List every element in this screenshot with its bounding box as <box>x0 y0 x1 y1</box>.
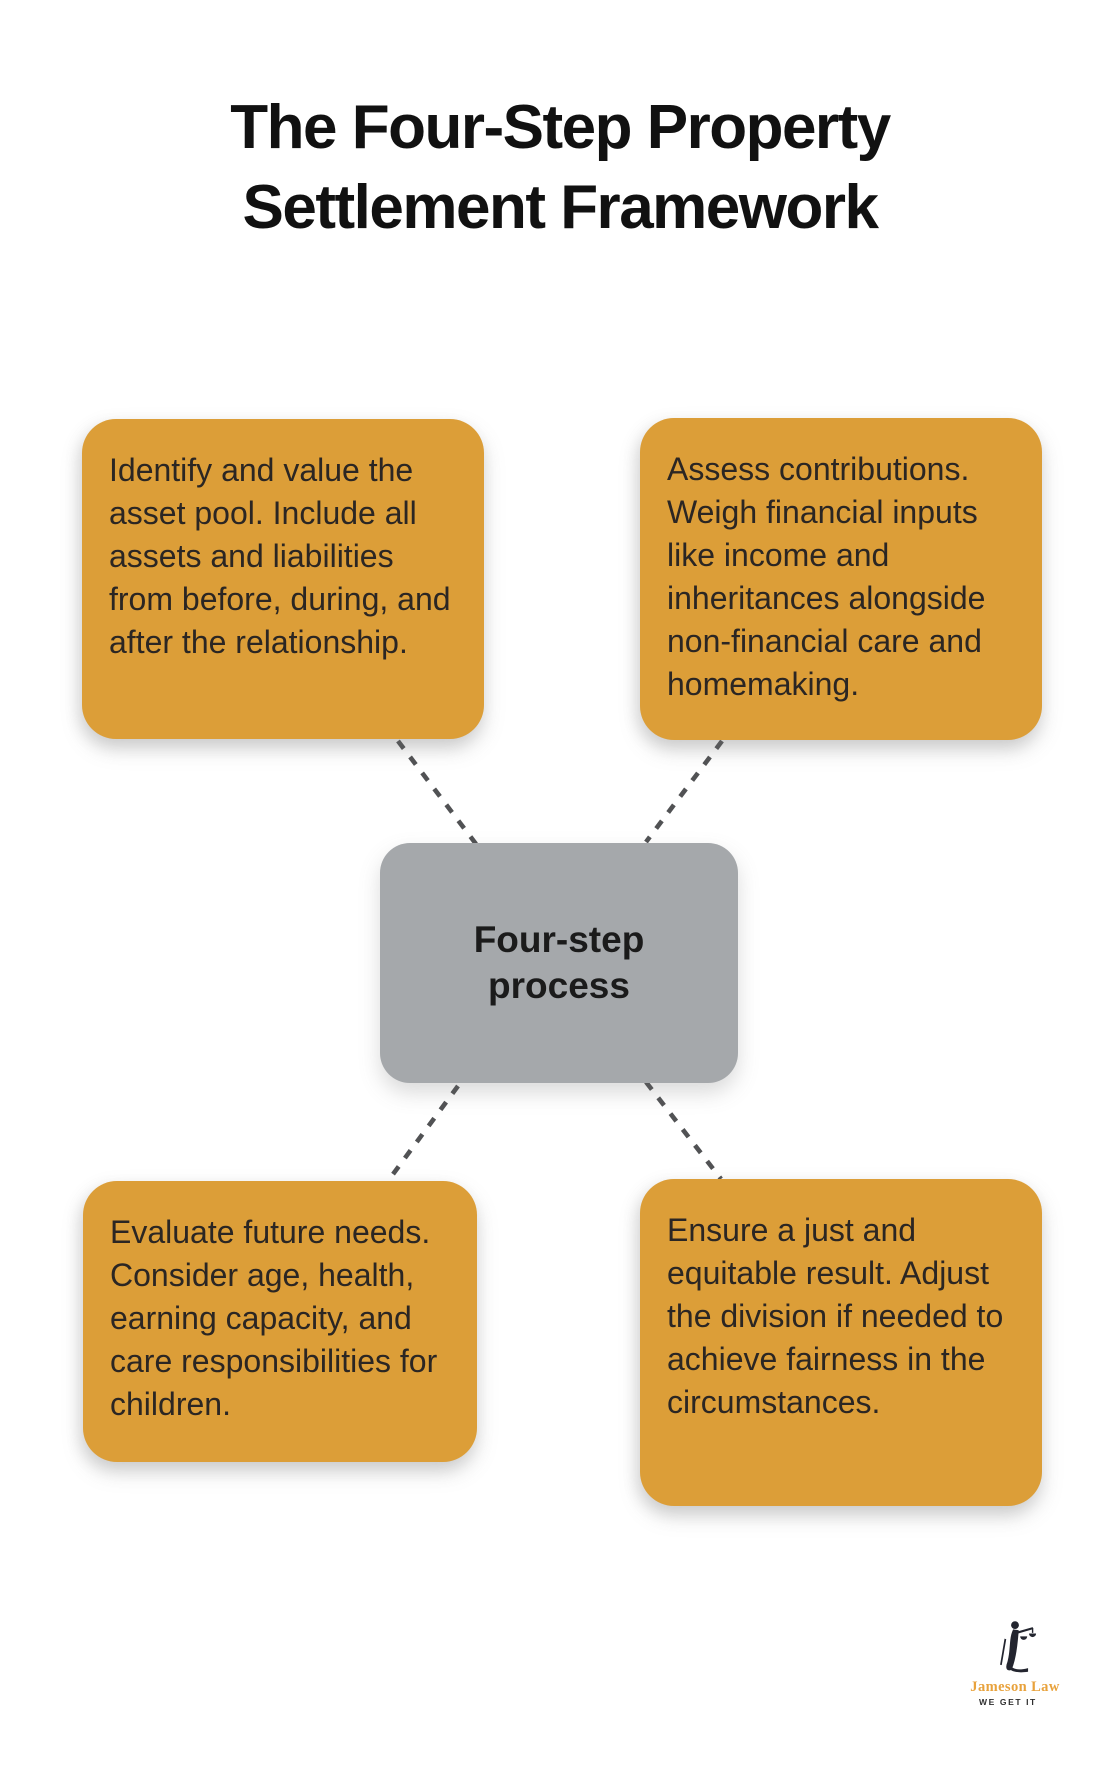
brand-tagline: WE GET IT <box>979 1697 1037 1707</box>
connector-line-bottom-left <box>386 1084 460 1183</box>
page-title: The Four-Step Property Settlement Framew… <box>230 93 891 242</box>
step-card-identify-asset-pool: Identify and value the asset pool. Inclu… <box>82 419 484 739</box>
connector-line-top-right <box>644 739 724 844</box>
connector-line-top-left <box>396 739 478 846</box>
step-text: Assess contributions. Weigh financial in… <box>667 451 986 702</box>
lady-justice-icon <box>1000 1621 1037 1673</box>
center-node-label: Four-step process <box>473 919 645 1006</box>
step-card-just-equitable-result: Ensure a just and equitable result. Adju… <box>640 1179 1042 1506</box>
step-text: Evaluate future needs. Consider age, hea… <box>110 1214 438 1422</box>
connector-line-bottom-right <box>644 1080 723 1181</box>
brand-logo: Jameson Law WE GET IT <box>953 1620 1077 1707</box>
step-card-evaluate-future-needs: Evaluate future needs. Consider age, hea… <box>83 1181 477 1462</box>
brand-name: Jameson Law <box>970 1679 1060 1695</box>
step-text: Ensure a just and equitable result. Adju… <box>667 1212 1004 1420</box>
center-node-four-step-process: Four-step process <box>380 843 738 1083</box>
step-card-assess-contributions: Assess contributions. Weigh financial in… <box>640 418 1042 740</box>
step-text: Identify and value the asset pool. Inclu… <box>109 452 451 660</box>
